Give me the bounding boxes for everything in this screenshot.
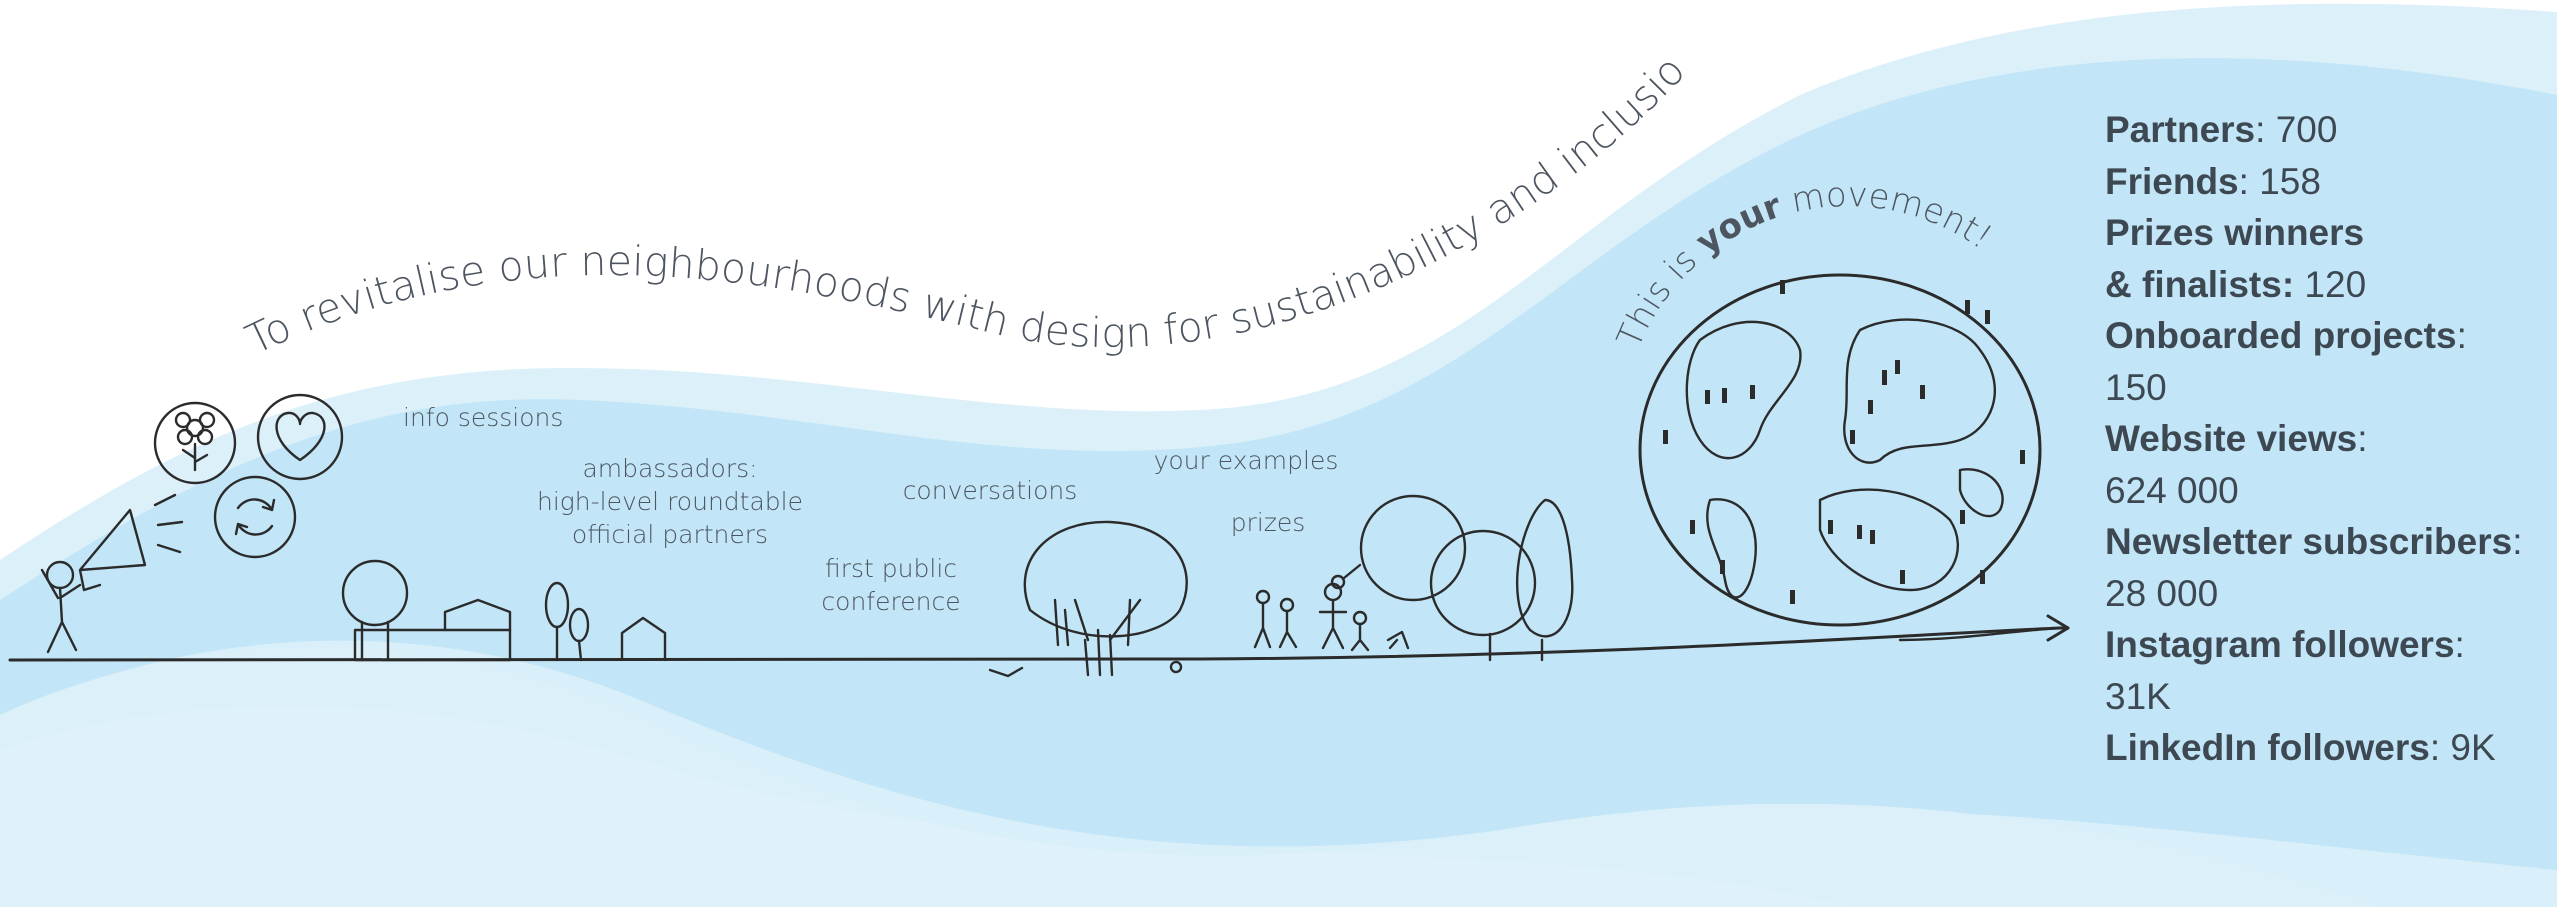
wave-lower-light [0,640,2557,907]
stat-row: Instagram followers: [2105,619,2545,671]
label-roundtable: high-level roundtable [537,487,803,516]
stat-row: Prizes winners [2105,207,2545,259]
stat-separator: : [2357,418,2368,459]
stat-row: 31K [2105,671,2545,723]
heart-icon [256,393,344,481]
stat-separator [2294,264,2304,305]
stat-separator: : [2512,521,2523,562]
label-prizes: prizes [1231,508,1306,537]
stat-key: Partners [2105,109,2256,150]
tree-sketch [988,520,1188,678]
stat-row: Onboarded projects: [2105,310,2545,362]
globe-people [1663,280,2025,604]
wave-main-band [0,58,2557,907]
stat-separator: : [2456,315,2467,356]
stat-key: Instagram followers [2105,624,2455,665]
background-waves [0,3,2557,907]
stat-value: 28 000 [2105,572,2219,614]
stat-value: 150 [2105,366,2167,408]
megaphone-icon [40,493,184,654]
village-sketch [341,559,667,662]
recycle-icon [213,475,297,559]
stat-value: 158 [2259,160,2321,202]
stat-separator: : [2454,624,2465,665]
stat-row: Newsletter subscribers: [2105,516,2545,568]
globe-icon [1638,273,2062,642]
flower-icon [153,401,237,485]
stat-key: & finalists: [2105,263,2295,305]
timeline-labels: info sessions ambassadors: high-level ro… [403,403,1338,616]
people-sketch [1253,563,1410,652]
stat-key: LinkedIn followers [2105,727,2430,768]
label-conversations: conversations [903,476,1078,505]
label-ambassadors: ambassadors: [582,454,757,483]
stat-row: 150 [2105,362,2545,414]
stat-key: Friends [2105,160,2239,202]
stat-key: Newsletter subscribers [2105,521,2513,562]
stat-value: 9K [2450,727,2496,768]
stat-value: 120 [2304,263,2367,305]
label-first-public: first public [825,554,957,583]
stat-value: 624 000 [2105,469,2239,511]
stat-key: Website views [2105,418,2358,459]
label-your-examples: your examples [1154,446,1339,475]
stat-row: 624 000 [2105,465,2545,517]
stat-key: Prizes winners [2105,212,2365,253]
stat-key: Onboarded projects [2105,315,2457,356]
stat-separator: : [2429,727,2451,768]
stat-row: Website views: [2105,413,2545,465]
label-conference: conference [821,587,960,616]
stat-value: 700 [2275,109,2338,150]
stat-row: Friends: 158 [2105,156,2545,208]
stat-row: Partners: 700 [2105,104,2545,156]
stat-separator: : [2255,109,2276,150]
timeline-arrow-head [2046,614,2070,642]
stat-value: 31K [2105,675,2171,717]
trees-sketch [1359,494,1574,662]
stat-separator: : [2238,160,2260,202]
stat-row: & finalists: 120 [2105,259,2545,311]
label-official-partners: official partners [572,520,768,549]
stat-row: LinkedIn followers: 9K [2105,722,2545,774]
label-info-sessions: info sessions [403,403,563,432]
stat-row: 28 000 [2105,568,2545,620]
headline: To revitalise our neighbourhoods with de… [0,0,1694,364]
